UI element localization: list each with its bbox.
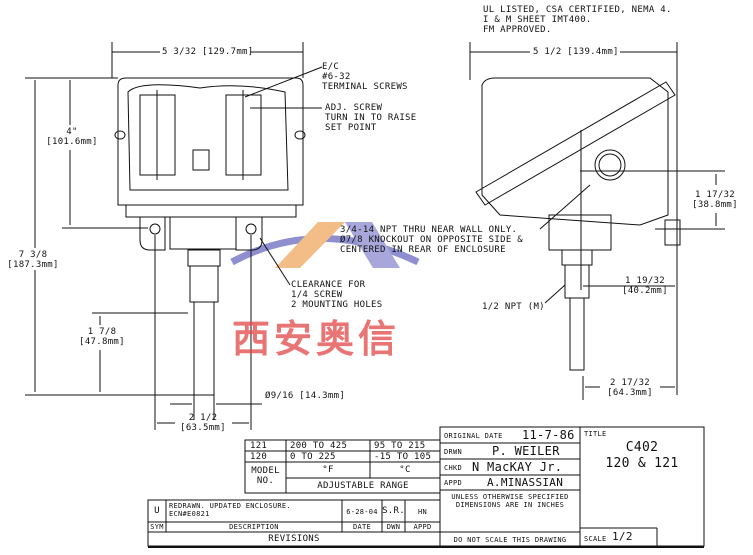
npt-male-note: 1/2 NPT (M) [482, 302, 545, 312]
note-line: FM APPROVED. [483, 25, 552, 35]
date-header: DATE [352, 523, 372, 531]
approved-label: APPD [444, 479, 463, 487]
title-line: C402 [625, 440, 659, 455]
dim-value: [47.8mm] [79, 337, 125, 347]
appd-header: APPD [413, 523, 432, 531]
note-line: I & M SHEET IMT400. [483, 15, 592, 25]
dim-value: 7 3/8 [18, 250, 48, 260]
range-c-cell: 95 TO 215 [374, 441, 426, 451]
dim-value: 2 17/32 [609, 378, 651, 388]
drawn-by: P. WEILER [492, 444, 560, 458]
overall-height-dim: 7 3/8 [187.3mm] [3, 250, 63, 270]
note-line: UL LISTED, CSA CERTIFIED, NEMA 4. [483, 5, 672, 15]
note-line: 2 MOUNTING HOLES [291, 300, 383, 310]
note-line: Ø7/8 KNOCKOUT ON OPPOSITE SIDE & [340, 235, 523, 245]
desc-line: REDRAWN. UPDATED ENCLOSURE. [169, 502, 291, 510]
title-label: TITLE [584, 430, 607, 438]
dim-value: [187.3mm] [7, 260, 59, 270]
scale-value: 1/2 [612, 530, 633, 543]
note-line: CLEARANCE FOR [291, 280, 366, 290]
rev-sym: U [154, 506, 160, 516]
header-line: MODEL [251, 466, 280, 476]
dwn-header: DWN [386, 523, 401, 531]
terminal-screws-note: E/C #6-32 TERMINAL SCREWS [322, 62, 408, 92]
revisions-title: REVISIONS [268, 534, 320, 544]
note-line: #6-32 [322, 72, 351, 82]
front-view [25, 42, 323, 430]
checked-label: CHKD [444, 464, 463, 472]
rev-dwn: S.R. [382, 506, 405, 516]
dim-value: [40.2mm] [622, 286, 668, 296]
note-line: DIMENSIONS ARE IN INCHES [455, 501, 565, 509]
dim-value: 1 17/32 [694, 190, 736, 200]
stem-offset-dim: 2 17/32 [64.3mm] [600, 378, 660, 398]
front-width-dim: 5 3/32 [129.7mm] [162, 47, 254, 57]
note-line: E/C [322, 62, 340, 72]
drawn-label: DRWN [444, 448, 463, 456]
knockout-height-dim: 1 17/32 [38.8mm] [680, 190, 750, 210]
fahrenheit-header: °F [322, 465, 334, 475]
body-height-dim: 4" [101.6mm] [42, 127, 102, 147]
description-header: DESCRIPTION [229, 523, 279, 531]
knockout-offset-dim: 1 19/32 [40.2mm] [615, 276, 675, 296]
model-cell: 120 [250, 452, 268, 462]
watermark-logo [230, 222, 420, 268]
model-header: MODEL NO. [245, 466, 286, 486]
note-line: ADJ. SCREW [325, 103, 383, 113]
scale-label: SCALE [584, 535, 607, 543]
dim-value: 1 7/8 [87, 327, 117, 337]
model-cell: 121 [250, 441, 268, 451]
celsius-header: °C [399, 465, 411, 475]
note-line: CENTERED IN REAR OF ENCLOSURE [340, 245, 506, 255]
note-line: UNLESS OTHERWISE SPECIFIED [451, 493, 569, 501]
original-date-label: ORIGINAL DATE [444, 432, 503, 440]
title-line: 120 & 121 [605, 456, 679, 471]
do-not-scale-note: DO NOT SCALE THIS DRAWING [453, 536, 567, 544]
dim-value: 4" [66, 127, 78, 137]
dim-value: [101.6mm] [46, 137, 98, 147]
range-c-cell: -15 TO 105 [374, 452, 432, 462]
dim-value: [38.8mm] [692, 200, 738, 210]
adjustable-range-header: ADJUSTABLE RANGE [317, 481, 409, 491]
dim-value: [64.3mm] [607, 388, 653, 398]
note-line: 1/4 SCREW [291, 290, 343, 300]
original-date: 11-7-86 [522, 428, 575, 442]
rev-description: REDRAWN. UPDATED ENCLOSURE. ECN#E0821 [169, 502, 291, 518]
dim-value: 2 1/2 [188, 413, 218, 423]
table-lines [147, 426, 705, 548]
header-line: NO. [256, 476, 275, 486]
side-width-dim: 5 1/2 [139.4mm] [533, 47, 619, 57]
clearance-note: CLEARANCE FOR 1/4 SCREW 2 MOUNTING HOLES [291, 280, 383, 310]
note-line: SET POINT [325, 123, 377, 133]
adj-screw-note: ADJ. SCREW TURN IN TO RAISE SET POINT [325, 103, 417, 133]
rev-date: 6-28-04 [346, 508, 378, 516]
dim-value: [63.5mm] [180, 423, 226, 433]
drawing-title: C402 120 & 121 [580, 440, 704, 472]
stem-length-dim: 1 7/8 [47.8mm] [72, 327, 132, 347]
note-line: TURN IN TO RAISE [325, 113, 417, 123]
desc-line: ECN#E0821 [169, 510, 210, 518]
hole-spacing-dim: 2 1/2 [63.5mm] [173, 413, 233, 433]
side-view [469, 42, 725, 400]
stem-diameter-dim: Ø9/16 [14.3mm] [265, 391, 346, 401]
conduit-note: 3/4-14 NPT THRU NEAR WALL ONLY. Ø7/8 KNO… [340, 225, 523, 255]
range-f-cell: 0 TO 225 [290, 452, 336, 462]
sym-header: SYM [150, 523, 164, 531]
dim-value: 1 19/32 [624, 276, 666, 286]
note-line: 3/4-14 NPT THRU NEAR WALL ONLY. [340, 225, 518, 235]
checked-by: N MacKAY Jr. [472, 460, 563, 474]
rev-appd: HN [417, 508, 428, 516]
units-note: UNLESS OTHERWISE SPECIFIED DIMENSIONS AR… [440, 493, 580, 509]
range-f-cell: 200 TO 425 [290, 441, 348, 451]
approved-by: A.MINASSIAN [487, 476, 564, 489]
approvals-note: UL LISTED, CSA CERTIFIED, NEMA 4. I & M … [483, 5, 672, 35]
note-line: TERMINAL SCREWS [322, 82, 408, 92]
watermark-text: 西安奥信 [232, 317, 401, 361]
